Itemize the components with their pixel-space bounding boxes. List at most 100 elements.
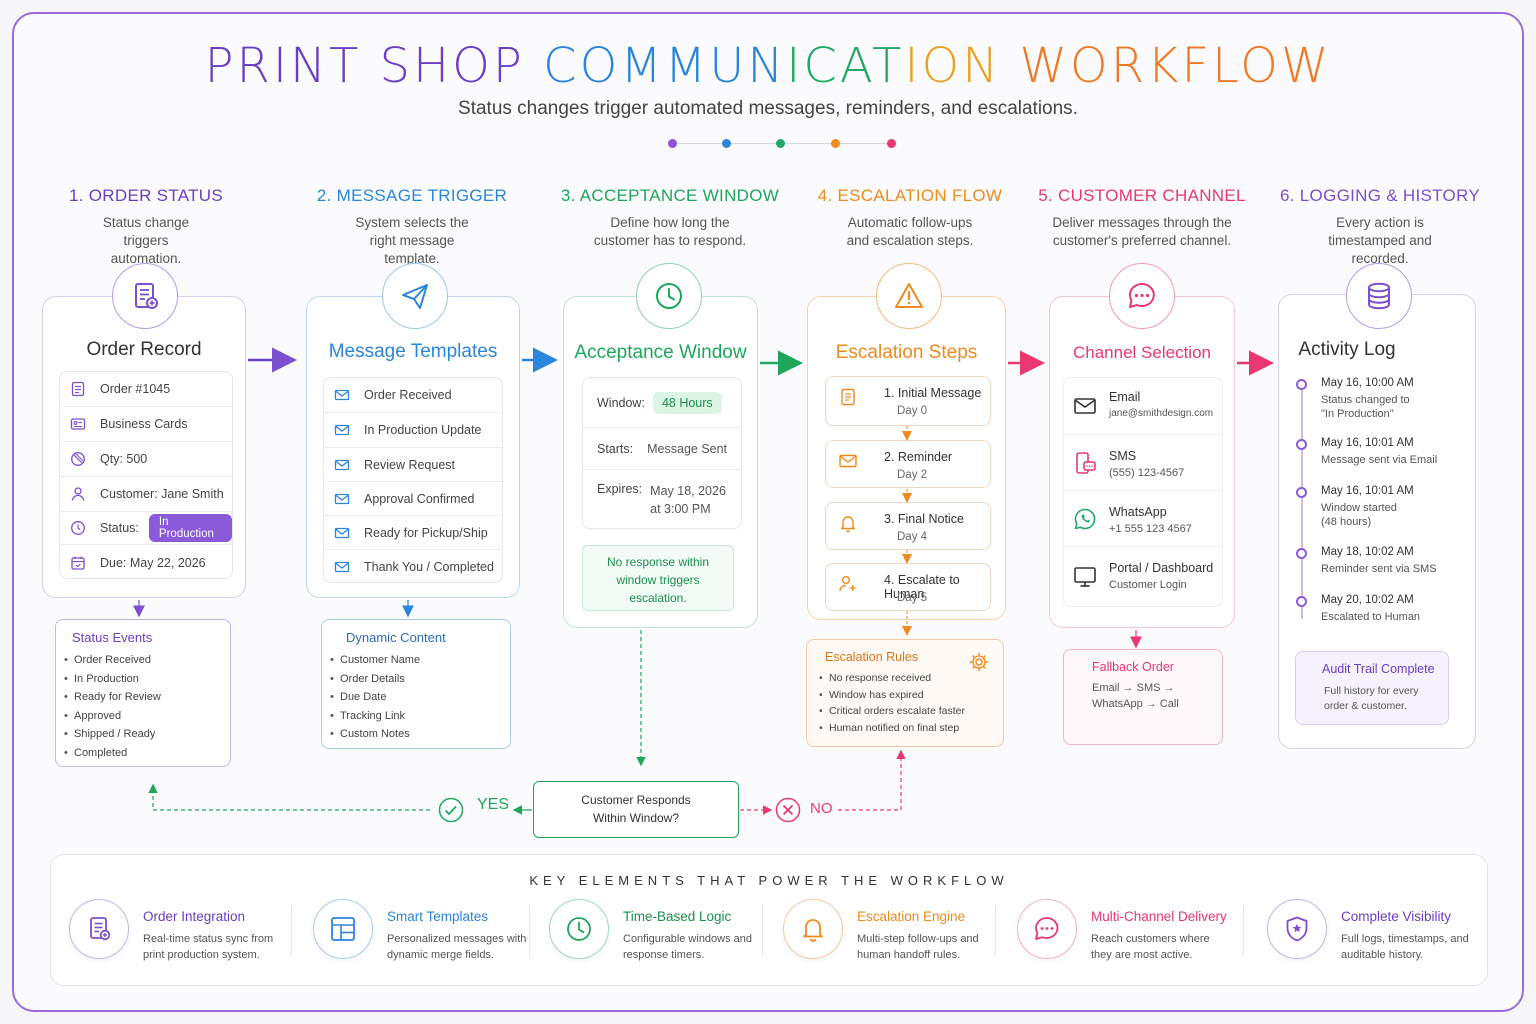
key-item-title: Time-Based Logic <box>623 909 732 924</box>
dynamic-content-box: Dynamic Content Customer Name Order Deta… <box>321 619 511 749</box>
key-item-title: Order Integration <box>143 909 246 924</box>
status-label: Status: <box>100 521 139 535</box>
sms-phone-icon <box>1073 451 1097 475</box>
card-title: Message Templates <box>328 341 498 362</box>
card-title: Order Record <box>86 339 202 360</box>
x-circle-icon <box>775 797 801 823</box>
acceptance-window-icon <box>636 263 702 329</box>
column-heading-customer-channel: 5. CUSTOMER CHANNEL Deliver messages thr… <box>1032 186 1252 250</box>
starts-row: Starts: Message Sent <box>583 428 741 470</box>
message-templates-card: Message Templates Order Received In Prod… <box>306 296 520 598</box>
channel-sms[interactable]: SMS (555) 123-4567 <box>1063 435 1223 491</box>
template-label: Approval Confirmed <box>364 491 475 506</box>
timeline-dot <box>1296 439 1307 450</box>
check-circle-icon <box>438 797 464 823</box>
channel-detail: (555) 123-4567 <box>1109 467 1185 479</box>
expires-date: May 18, 2026 <box>650 484 726 498</box>
channel-detail: Customer Login <box>1109 579 1187 591</box>
no-label: NO <box>810 800 833 817</box>
rule-item: Window has expired <box>819 687 1003 704</box>
status-event-item: Completed <box>64 744 230 763</box>
outer-frame <box>12 12 1524 1012</box>
log-time: May 20, 10:02 AM <box>1321 594 1414 606</box>
quantity-row: Qty: 500 <box>60 442 232 477</box>
envelope-icon <box>334 525 350 541</box>
channel-selection-icon <box>1109 263 1175 329</box>
envelope-icon <box>334 491 350 507</box>
column-heading-escalation-flow: 4. ESCALATION FLOW Automatic follow-ups … <box>800 186 1020 250</box>
heading-text: 5. CUSTOMER CHANNEL <box>1038 186 1246 205</box>
decision-line-2: Within Window? <box>592 811 680 825</box>
step-title: 1. Initial Message <box>884 386 982 400</box>
heading-desc: Every action is timestamped and recorded… <box>1328 215 1432 266</box>
key-elements-panel: KEY ELEMENTS THAT POWER THE WORKFLOW Ord… <box>50 854 1488 986</box>
dynamic-field-item: Custom Notes <box>330 725 510 744</box>
order-record-card: Order Record Order #1045 Business Cards … <box>42 296 246 598</box>
dynamic-content-title: Dynamic Content <box>346 630 446 645</box>
log-text: Window started(48 hours) <box>1321 501 1414 529</box>
column-heading-order-status: 1. ORDER STATUS Status change triggers a… <box>36 186 256 268</box>
key-item-desc: Personalized messages with dynamic merge… <box>387 933 527 961</box>
card-title: Escalation Steps <box>835 342 978 363</box>
channel-portal[interactable]: Portal / Dashboard Customer Login <box>1063 547 1223 607</box>
divider <box>995 905 996 957</box>
template-item[interactable]: In Production Update <box>324 413 502 448</box>
channel-email[interactable]: Email jane@smithdesign.com <box>1063 377 1223 435</box>
window-label: Window: <box>597 395 645 410</box>
timeline-dot <box>1296 487 1307 498</box>
heading-desc: Automatic follow-ups and escalation step… <box>846 215 974 248</box>
expires-label: Expires: <box>597 482 643 496</box>
dynamic-field-item: Order Details <box>330 670 510 689</box>
column-heading-logging-history: 6. LOGGING & HISTORY Every action is tim… <box>1270 186 1490 268</box>
status-badge: In Production <box>148 514 232 542</box>
escalation-note: No response within window triggers escal… <box>582 545 734 611</box>
template-item[interactable]: Approval Confirmed <box>324 482 502 516</box>
channel-selection-card: Channel Selection Email jane@smithdesign… <box>1049 296 1235 628</box>
window-duration-badge: 48 Hours <box>652 391 722 414</box>
acceptance-window-card: Acceptance Window Window: 48 Hours Start… <box>563 296 758 628</box>
status-event-item: Order Received <box>64 651 230 670</box>
status-row: Status: In Production <box>60 512 232 545</box>
log-text-line-1: Status changed to <box>1321 394 1410 406</box>
column-heading-acceptance-window: 3. ACCEPTANCE WINDOW Define how long the… <box>560 186 780 250</box>
document-icon <box>70 381 86 397</box>
key-item-desc: Full logs, timestamps, and auditable his… <box>1341 933 1469 961</box>
bell-icon <box>838 513 858 533</box>
title-part-2: COMMUN <box>543 38 787 94</box>
timeline-line <box>1301 379 1303 619</box>
template-item[interactable]: Review Request <box>324 448 502 482</box>
title-part-1: PRINT SHOP <box>204 38 544 94</box>
starts-value: Message Sent <box>647 441 728 456</box>
card-title: Channel Selection <box>1073 343 1211 362</box>
template-item[interactable]: Thank You / Completed <box>324 550 502 584</box>
page-title: PRINT SHOP COMMUNICATION WORKFLOW <box>0 38 1536 94</box>
log-text: Escalated to Human <box>1321 611 1421 623</box>
step-day: Day 2 <box>897 469 928 481</box>
heading-desc: Define how long the customer has to resp… <box>593 215 747 248</box>
due-row: Due: May 22, 2026 <box>60 545 232 580</box>
status-event-item: Shipped / Ready <box>64 725 230 744</box>
card-title: Activity Log <box>1298 339 1396 360</box>
heading-text: 2. MESSAGE TRIGGER <box>316 186 508 205</box>
envelope-icon <box>1073 394 1097 418</box>
escalation-rules-title: Escalation Rules <box>825 650 919 664</box>
gear-icon[interactable] <box>969 652 989 672</box>
key-item-title: Multi-Channel Delivery <box>1091 909 1227 924</box>
activity-log-icon <box>1346 263 1412 329</box>
template-item[interactable]: Order Received <box>324 378 502 413</box>
log-time: May 18, 10:02 AM <box>1321 546 1414 558</box>
column-heading-message-trigger: 2. MESSAGE TRIGGER System selects the ri… <box>302 186 522 268</box>
key-item-desc: Real-time status sync from print product… <box>143 933 274 961</box>
rule-item: No response received <box>819 670 1003 687</box>
chat-icon <box>1017 899 1077 959</box>
window-details: Window: 48 Hours Starts: Message Sent Ex… <box>582 377 742 529</box>
template-item[interactable]: Ready for Pickup/Ship <box>324 516 502 550</box>
channel-whatsapp[interactable]: WhatsApp +1 555 123 4567 <box>1063 491 1223 547</box>
card-title: Acceptance Window <box>574 342 747 363</box>
log-time: May 16, 10:00 AM <box>1321 377 1414 389</box>
template-label: In Production Update <box>364 423 482 437</box>
fallback-order-box: Fallback Order Email → SMS →WhatsApp → C… <box>1063 649 1223 745</box>
timeline-dot <box>1296 548 1307 559</box>
